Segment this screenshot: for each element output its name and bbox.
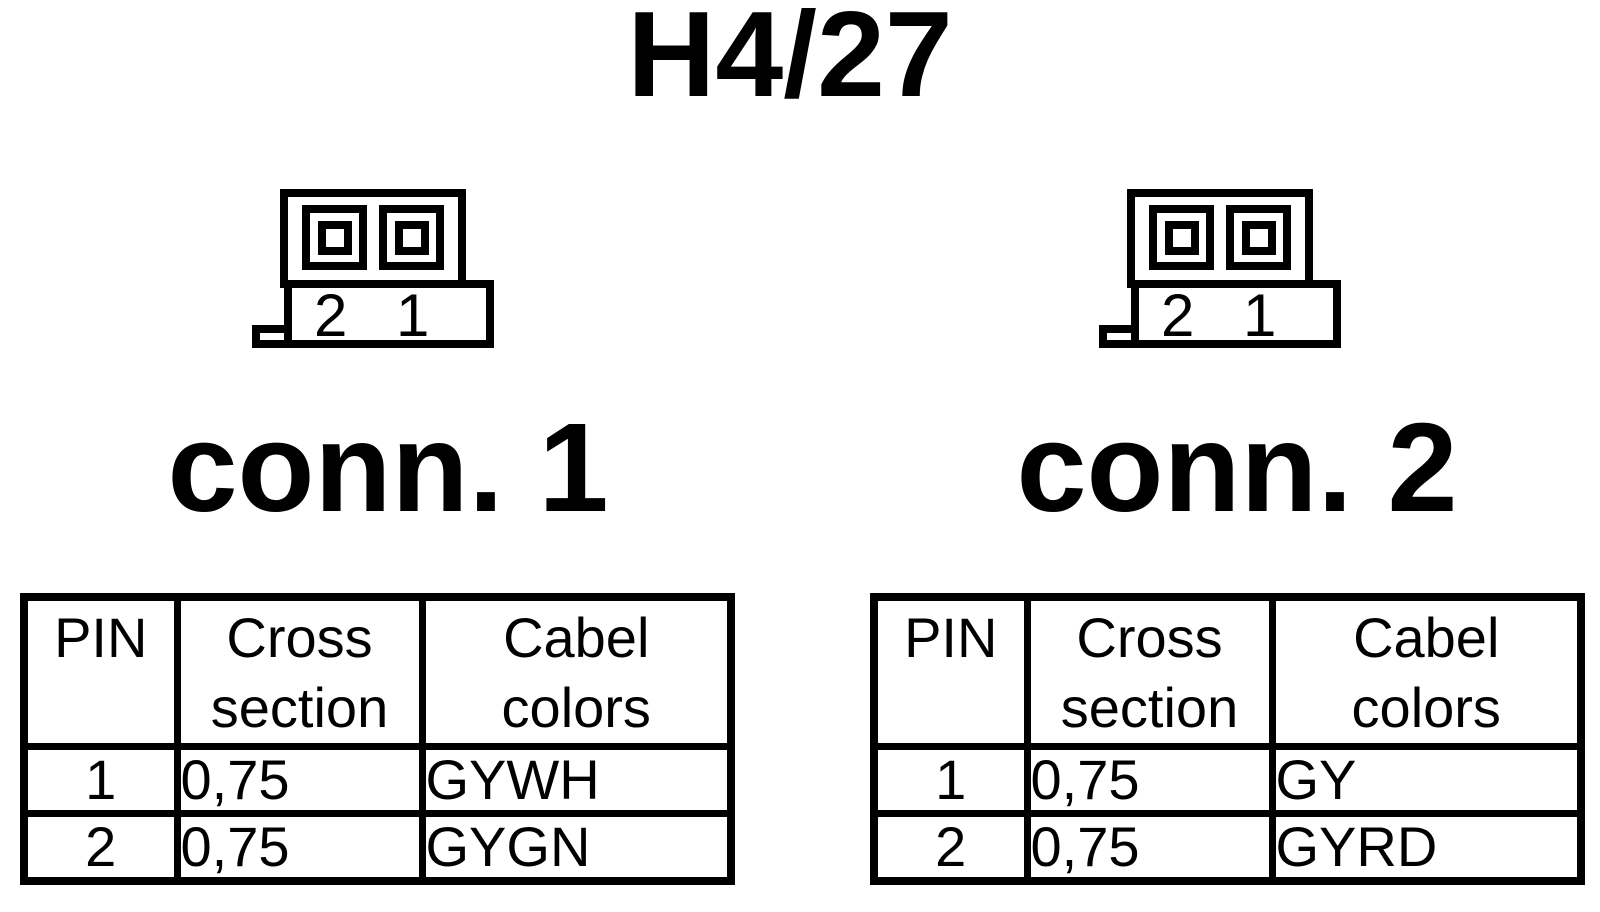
pin-table-2: PIN Cross section Cabel colors 1 0,75 GY…	[870, 593, 1585, 885]
pin-table-2-header-cabel-colors: Cabel colors	[1268, 593, 1585, 750]
connector-1-base: 2 1	[284, 280, 494, 348]
pin-table-1-header-row: PIN Cross section Cabel colors	[20, 593, 735, 750]
connector-2-base: 2 1	[1131, 280, 1341, 348]
connector-1-label: conn. 1	[167, 397, 609, 538]
pin-table-2-row-1-pin: 1	[870, 743, 1031, 817]
connector-1-pin-cavity-1	[379, 205, 444, 270]
pin-table-2-row-2-pin: 2	[870, 810, 1031, 885]
connector-2-pin-terminal-2	[1164, 220, 1199, 255]
connector-1-pin-number-2: 2	[314, 282, 348, 349]
connector-2-pin-terminal-1	[1241, 220, 1276, 255]
connector-2-diagram: 2 1	[1098, 189, 1342, 348]
pin-table-1: PIN Cross section Cabel colors 1 0,75 GY…	[20, 593, 735, 885]
pin-table-2-row-1-cross-section: 0,75	[1023, 743, 1276, 817]
pin-table-2-row-1-cabel-color: GY	[1268, 743, 1585, 817]
pin-table-1-header-pin: PIN	[20, 593, 181, 750]
pin-table-2-header-row: PIN Cross section Cabel colors	[870, 593, 1585, 750]
pin-table-2-header-pin: PIN	[870, 593, 1031, 750]
pin-table-1-row-2: 2 0,75 GYGN	[20, 810, 735, 885]
connector-1-housing	[280, 189, 466, 288]
connector-1-diagram: 2 1	[251, 189, 495, 348]
pin-table-1-row-2-cross-section: 0,75	[173, 810, 426, 885]
pin-table-2-row-2-cross-section: 0,75	[1023, 810, 1276, 885]
connector-1-pin-cavity-2	[302, 205, 367, 270]
pin-table-1-row-1-cross-section: 0,75	[173, 743, 426, 817]
connector-1-pin-terminal-2	[317, 220, 352, 255]
pin-table-2-header-cross-section: Cross section	[1023, 593, 1276, 750]
connector-2-pin-cavity-1	[1226, 205, 1291, 270]
pin-table-1-row-2-cabel-color: GYGN	[418, 810, 735, 885]
pin-table-2-row-2-cabel-color: GYRD	[1268, 810, 1585, 885]
page-title: H4/27	[627, 0, 953, 122]
connector-1-pin-number-1: 1	[396, 282, 430, 349]
pin-table-1-row-2-pin: 2	[20, 810, 181, 885]
pin-table-1-header-cabel-colors: Cabel colors	[418, 593, 735, 750]
connector-2-housing	[1127, 189, 1313, 288]
pin-table-1-row-1-cabel-color: GYWH	[418, 743, 735, 817]
connector-2-pin-number-1: 1	[1243, 282, 1277, 349]
pin-table-1-row-1: 1 0,75 GYWH	[20, 743, 735, 817]
connector-1-pin-terminal-1	[394, 220, 429, 255]
pin-table-1-row-1-pin: 1	[20, 743, 181, 817]
connector-2-pin-cavity-2	[1149, 205, 1214, 270]
pin-table-2-row-1: 1 0,75 GY	[870, 743, 1585, 817]
pin-table-2-row-2: 2 0,75 GYRD	[870, 810, 1585, 885]
connector-2-pin-number-2: 2	[1161, 282, 1195, 349]
connector-2-label: conn. 2	[1016, 397, 1458, 538]
pin-table-1-header-cross-section: Cross section	[173, 593, 426, 750]
